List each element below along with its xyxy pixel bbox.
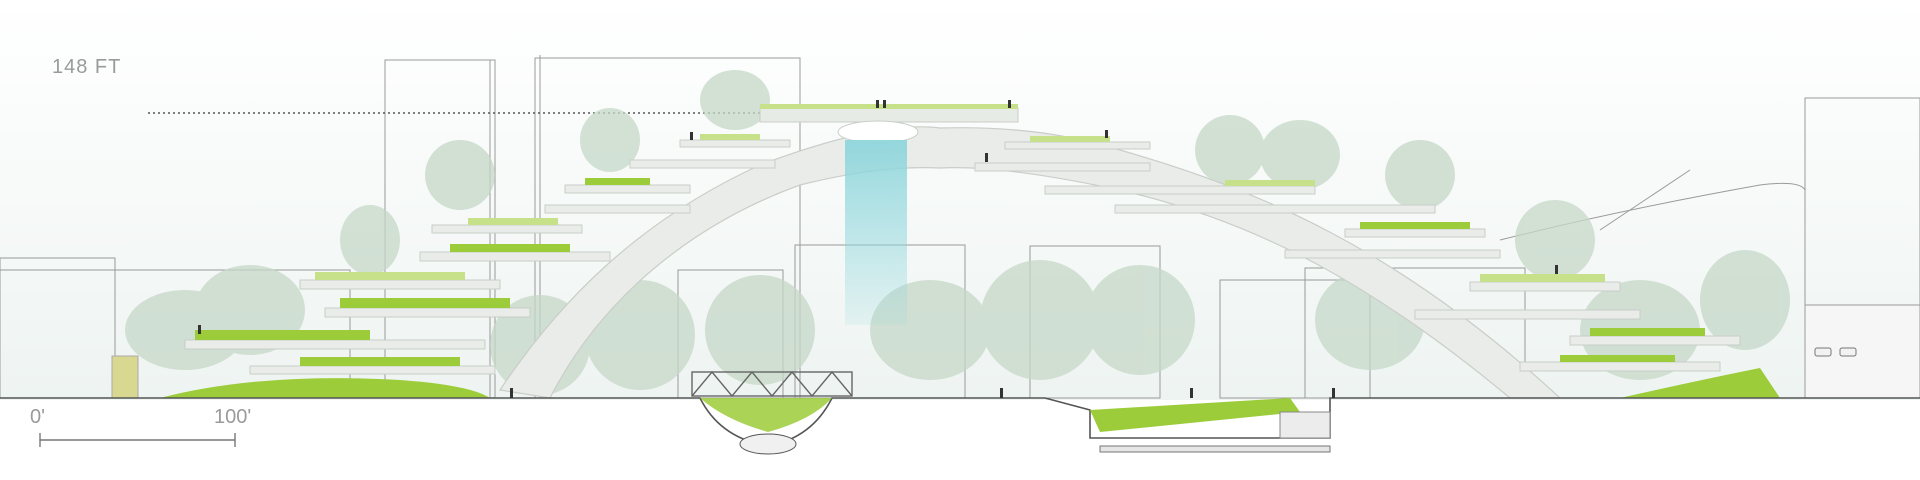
terrace-planting [1590,328,1705,336]
crown-oculus [837,120,919,144]
sunken-plaza-planting [1090,398,1300,432]
terrace [1284,249,1501,259]
tree [580,108,640,172]
person [1000,388,1003,398]
terrace-planting [1030,136,1110,142]
terrace [324,307,531,318]
bridge-web [691,370,853,398]
terrace [679,139,791,148]
scale-label-start: 0' [30,406,45,428]
terrace-planting [468,218,558,225]
truss-bridge [691,370,853,398]
person [510,388,513,398]
terrace [974,162,1151,172]
tree [1700,250,1790,350]
crown-deck [759,107,1019,123]
terrace [544,204,691,214]
lower-level-slab [1099,445,1331,453]
tree [705,275,815,385]
terrace-planting [315,272,465,280]
terrace [419,251,611,262]
tree [425,140,495,210]
tree [1385,140,1455,210]
terrace-planting [1560,355,1675,362]
terrace [431,224,583,234]
terrace-planting [450,244,570,252]
person [1555,265,1558,274]
person [876,100,879,108]
terrace [1414,309,1641,320]
scale-label-end: 100' [214,406,252,428]
height-label: 148 FT [52,56,122,78]
grass-slope-right [1620,368,1780,398]
terrace [1344,228,1486,238]
sunken-structure [1279,411,1331,439]
tree [700,70,770,130]
person [985,153,988,162]
tree [1260,120,1340,190]
terrace [1569,335,1741,346]
terrace [299,279,501,290]
person [1332,388,1335,398]
terrace-planting [300,357,460,366]
terrace [1519,361,1721,372]
terrace-planting [195,330,370,340]
tree [1515,200,1595,280]
crown-deck-planting [760,104,1018,109]
car [1814,347,1832,357]
tree [340,205,400,275]
terraces-left [184,134,791,375]
terraces-right [974,136,1780,398]
terrace [1004,141,1151,150]
person [1105,130,1108,138]
terrace [564,184,691,194]
grass-mound-left [160,378,490,398]
terrace-planting [1480,274,1605,282]
terrace [249,365,496,375]
car [1839,347,1857,357]
person [690,132,693,140]
tree [1195,115,1265,185]
people [198,100,1558,398]
tree-canopies [125,70,1790,395]
vehicles [1814,347,1857,357]
person [1008,100,1011,108]
person [883,100,886,108]
channel-planting [700,398,832,432]
kiosk [111,355,139,399]
terrace-planting [340,298,510,308]
terrain-line [1599,169,1691,231]
person [1190,388,1193,398]
terrace-planting [1360,222,1470,229]
tree [1085,265,1195,375]
terrace [1044,185,1316,195]
waterfall [845,140,907,325]
terrace-planting [585,178,650,185]
terrace-planting [700,134,760,140]
ground-line [0,397,1920,447]
culvert [739,433,797,455]
terrace [1114,204,1436,214]
terrace [184,339,486,350]
scale-bar [39,433,236,447]
terrace-planting [1225,180,1315,186]
terrace [1469,281,1621,292]
person [198,325,201,334]
tree [980,260,1100,380]
terrace [629,159,776,169]
